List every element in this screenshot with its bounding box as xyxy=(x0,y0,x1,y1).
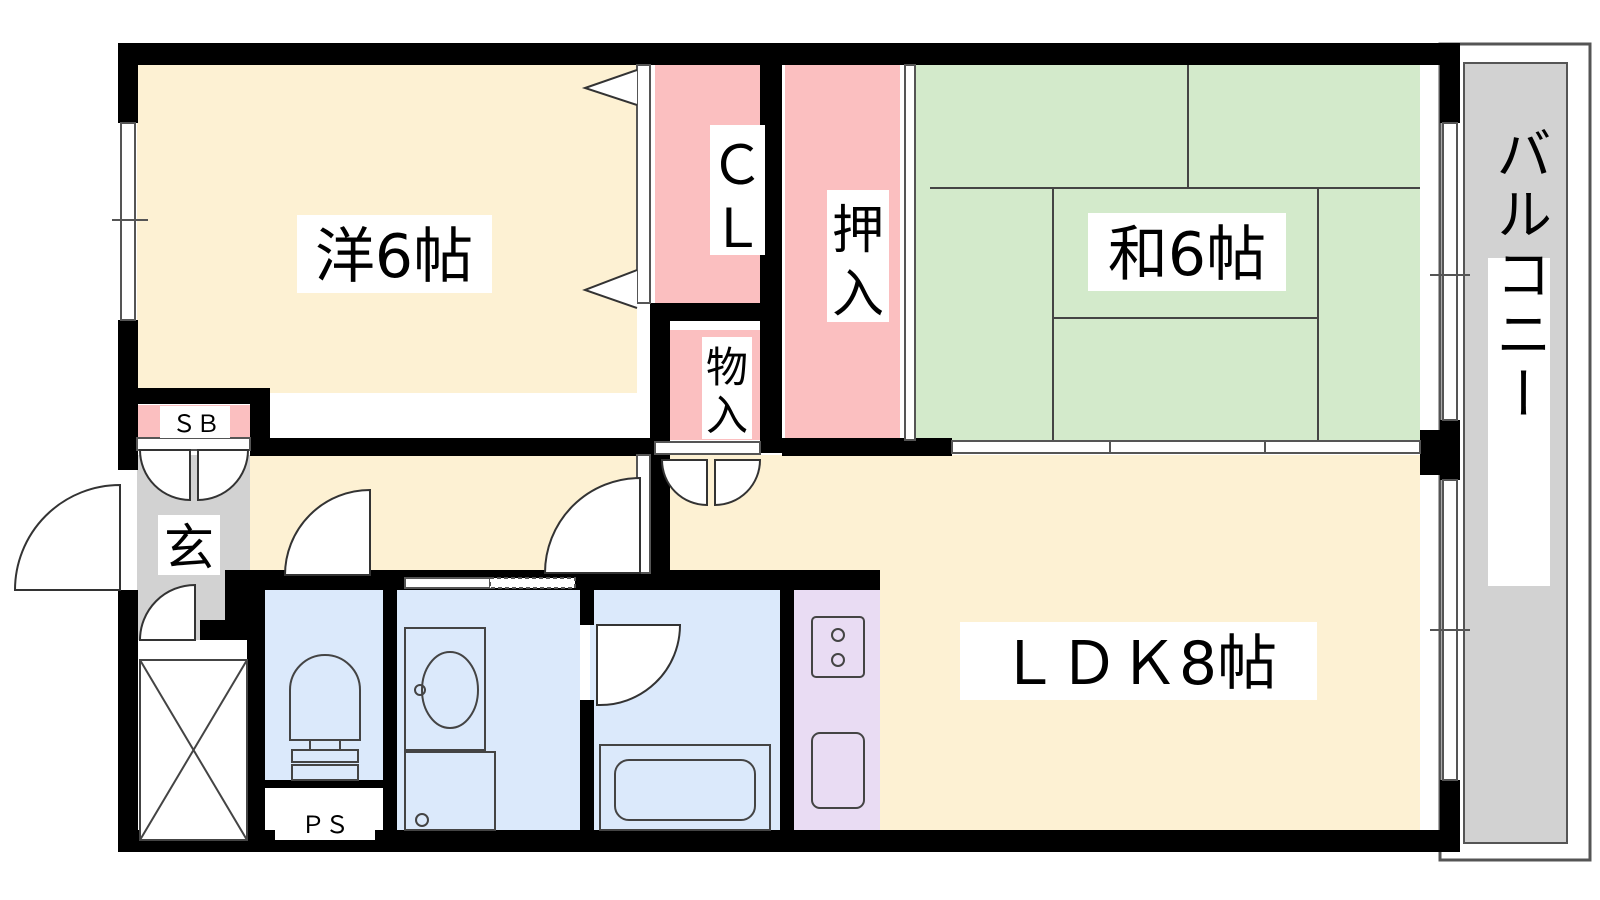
kitchen-sink-icon xyxy=(811,732,865,809)
door-swing-icon xyxy=(283,488,371,576)
closet-label-l: Ｌ xyxy=(710,197,764,260)
door-swing-icon xyxy=(596,624,682,707)
bathroom-floor xyxy=(590,585,780,830)
western-room-label: 洋6帖 xyxy=(315,222,473,292)
closet-label-c: Ｃ xyxy=(710,134,764,197)
door-swing-icon xyxy=(582,269,638,309)
toilet-icon xyxy=(289,654,361,781)
washroom-floor xyxy=(395,575,580,830)
ldk-label: ＬＤＫ8帖 xyxy=(999,629,1277,699)
windows xyxy=(112,64,1470,781)
bathtub-icon xyxy=(599,744,771,831)
toilet-floor xyxy=(265,585,385,780)
stove-icon xyxy=(811,616,865,678)
door-swing-icon xyxy=(197,449,250,502)
door-swing-icon xyxy=(138,583,196,641)
balcony-inner xyxy=(1463,62,1568,844)
door-swing-icon xyxy=(138,449,191,502)
fixtures xyxy=(139,616,865,841)
storage-label-2: 入 xyxy=(706,391,748,440)
door-swing-icon xyxy=(714,459,762,507)
doors xyxy=(13,69,762,707)
balcony-label: バルコニー xyxy=(1487,125,1552,425)
door-swing-icon xyxy=(13,483,121,591)
door-swing-icon xyxy=(543,476,641,574)
shoe-box-label: ＳＢ xyxy=(172,410,220,438)
door-swing-icon xyxy=(660,459,708,507)
pipe-space-label: ＰＳ xyxy=(301,811,349,839)
storage-label-1: 物 xyxy=(706,343,748,392)
japanese-room-label: 和6帖 xyxy=(1108,220,1266,290)
tatami-grid xyxy=(930,63,1420,448)
shoe-box-icon xyxy=(139,659,248,841)
labels: 洋6帖 Ｃ Ｌ 押 入 物 入 和6帖 ＬＤＫ8帖 玄 ＳＢ ＰＳ バルコニー xyxy=(158,125,1552,840)
entrance-label: 玄 xyxy=(164,519,214,577)
door-swing-icon xyxy=(581,69,638,106)
oshiire-label-1: 押 xyxy=(832,201,884,261)
sink-icon xyxy=(404,627,496,831)
oshiire-label-2: 入 xyxy=(832,265,884,325)
